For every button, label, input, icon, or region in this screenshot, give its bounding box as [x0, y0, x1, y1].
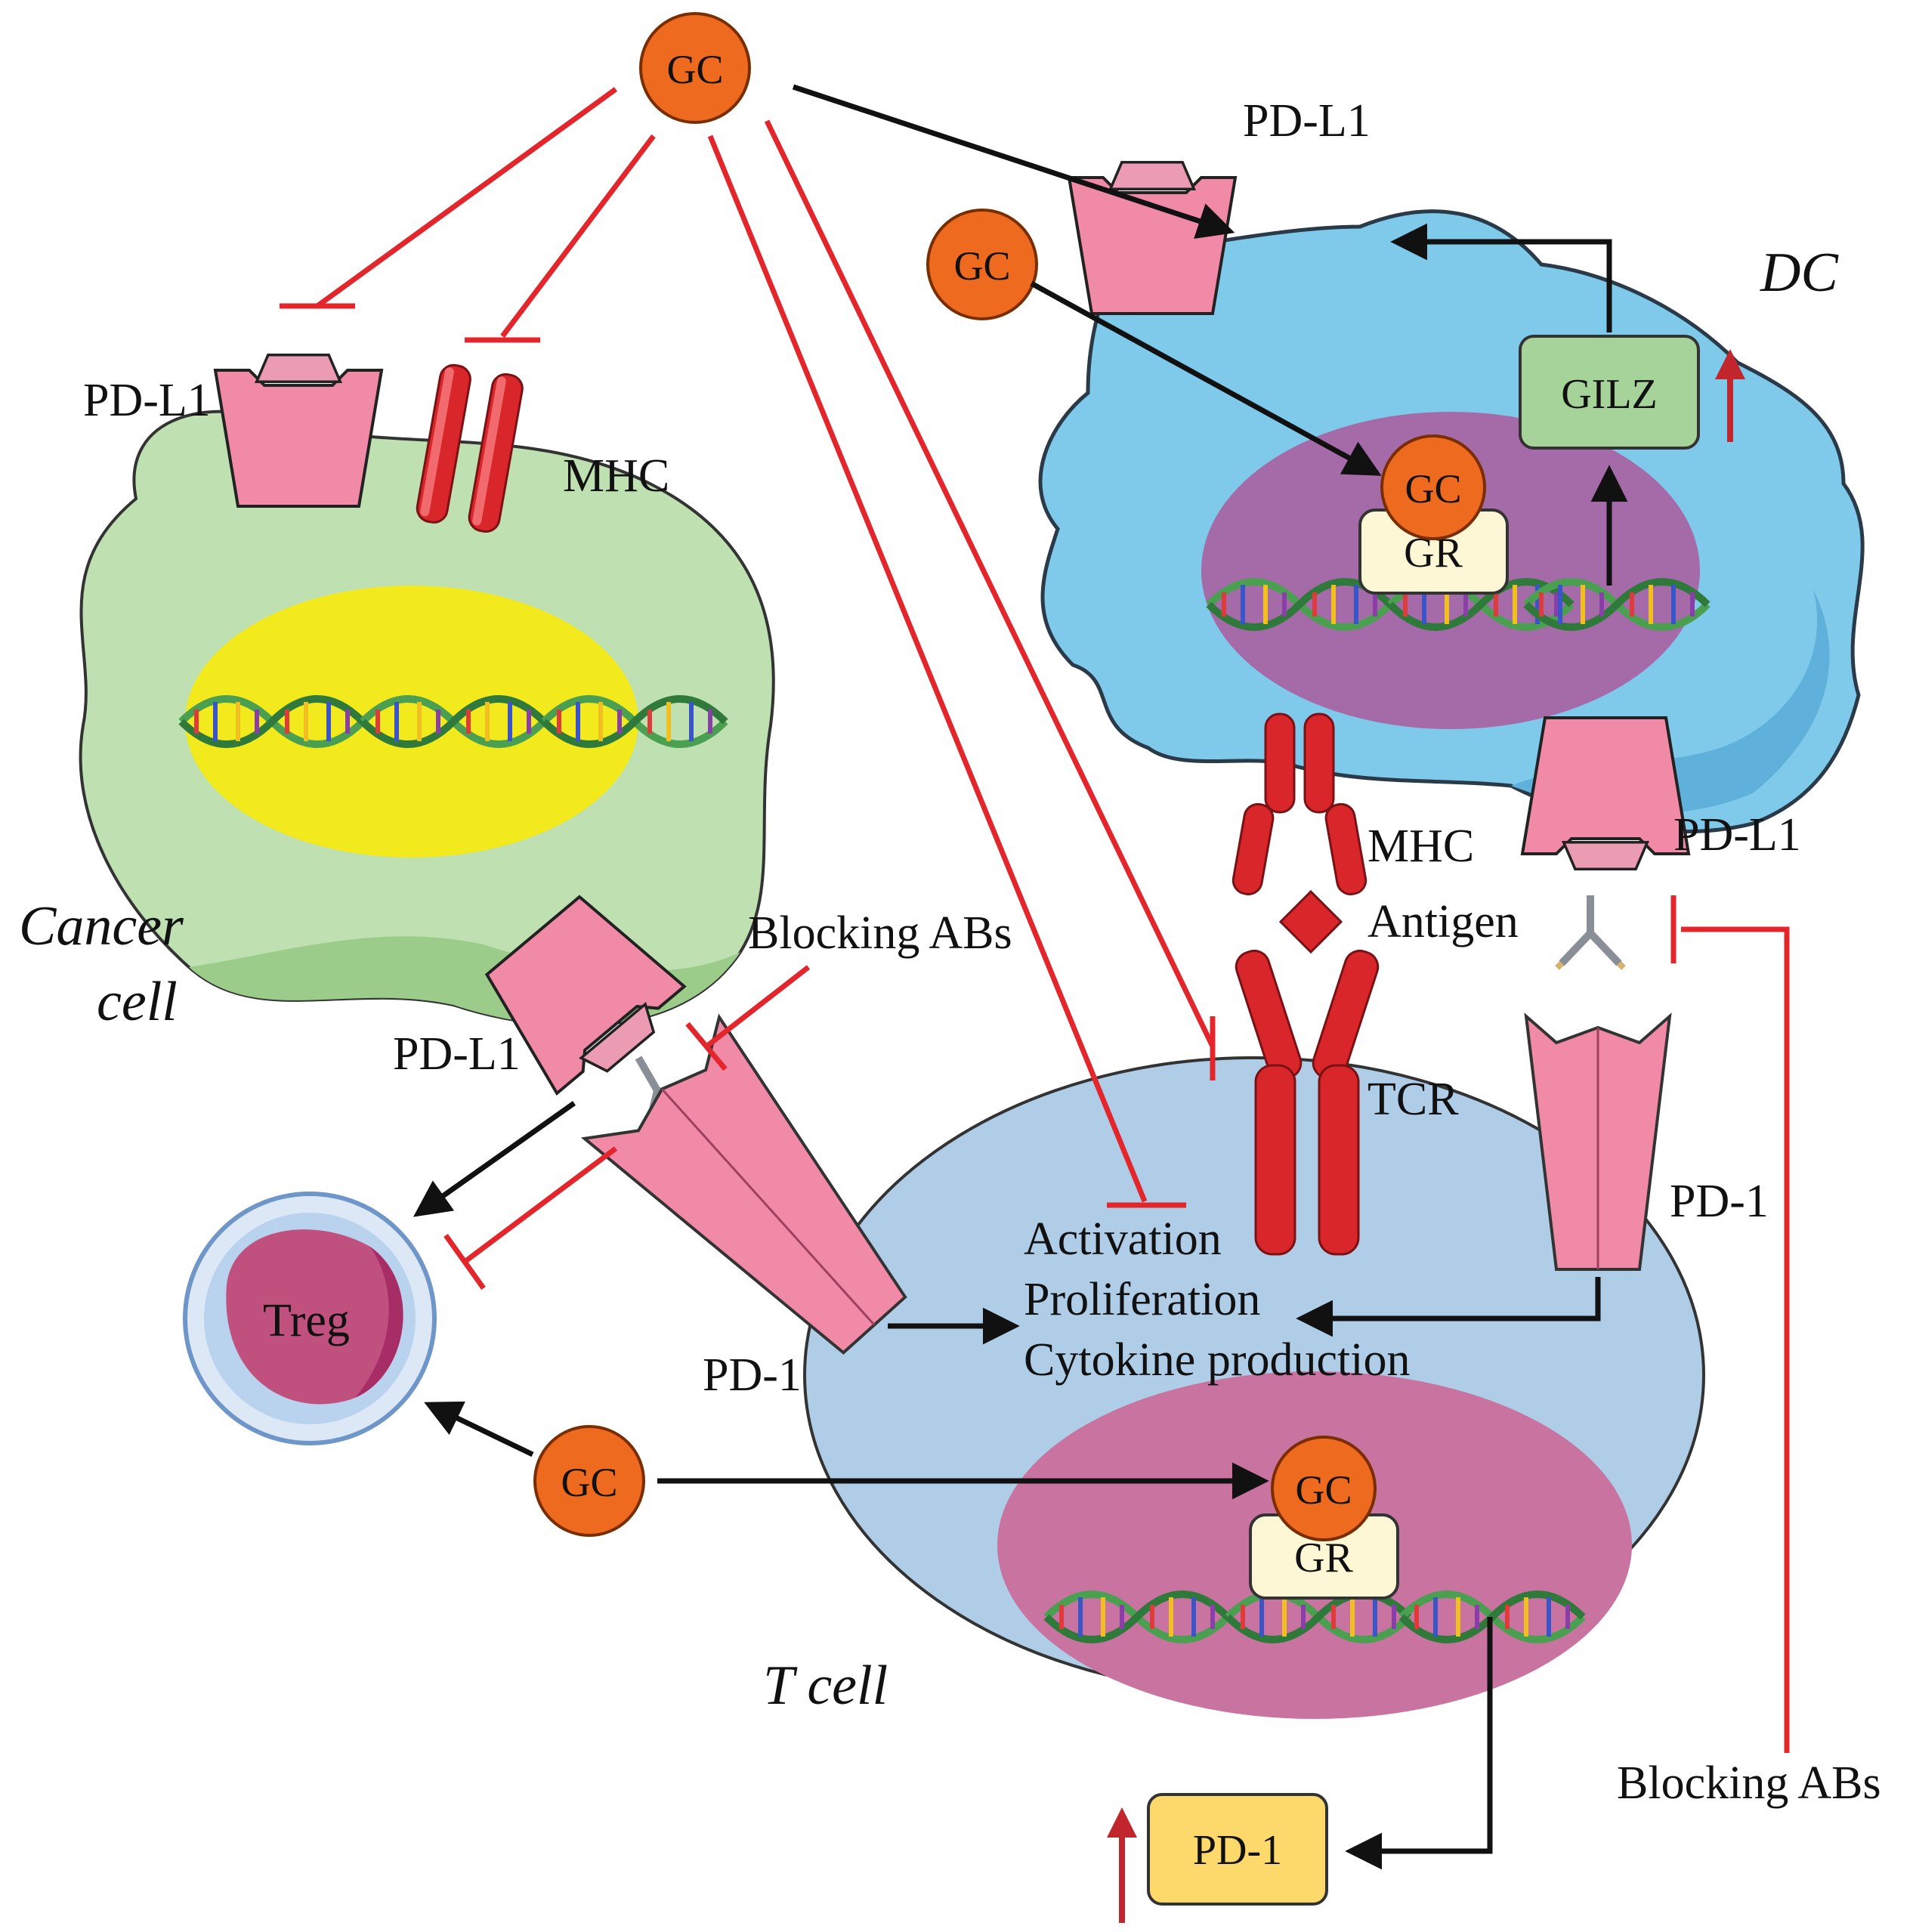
effect-activation: Activation [1024, 1213, 1222, 1265]
pdl1-label-dc-bottom: PD-L1 [1673, 809, 1801, 861]
pd1-label-right: PD-1 [1670, 1176, 1769, 1227]
gr-label-t: GR [1294, 1535, 1353, 1581]
cancer-cell [79, 410, 775, 1028]
gilz-box: GILZ [1519, 335, 1700, 450]
treg-cell [183, 1192, 437, 1445]
antigen [1278, 889, 1343, 954]
gc-dc-outside: GC [926, 209, 1038, 320]
treg-label: Treg [263, 1295, 350, 1346]
t-cell-label: T cell [763, 1655, 888, 1717]
pdl1-label-dc-top: PD-L1 [1243, 95, 1371, 147]
gc-top: GC [639, 12, 751, 124]
svg-text:GC: GC [561, 1460, 617, 1505]
pd1-right [1524, 1012, 1672, 1271]
cancer-cell-label-line2: cell [97, 971, 178, 1033]
dc-label: DC [1760, 242, 1839, 304]
blocking-abs-label-left: Blocking ABs [748, 907, 1012, 959]
svg-text:GC: GC [953, 243, 1010, 289]
effect-proliferation: Proliferation [1024, 1274, 1260, 1325]
mhc-label-cancer: MHC [563, 450, 669, 502]
pd1-expression-box: PD-1 [1147, 1793, 1328, 1906]
cancer-cell-label-line1: Cancer [19, 895, 184, 957]
svg-text:GC: GC [666, 47, 723, 92]
antibody-right [1557, 895, 1624, 968]
antigen-label: Antigen [1367, 896, 1519, 947]
gc-bottom-left: GC [533, 1425, 645, 1537]
svg-text:GC: GC [1295, 1467, 1352, 1513]
tcr [1235, 949, 1380, 1256]
mhc-label-dc: MHC [1367, 821, 1474, 872]
inhibition-lines [280, 87, 1790, 1753]
pd1-box-label: PD-1 [1193, 1827, 1282, 1874]
activation-arrows [413, 84, 1628, 1870]
pdl1-label-cancer-top: PD-L1 [83, 375, 211, 426]
blocking-abs-label-right: Blocking ABs [1617, 1757, 1881, 1809]
gr-box-t: GR [1249, 1513, 1399, 1600]
pdl1-cancer-top [214, 354, 383, 508]
gc-dc-bound: GC [1380, 434, 1486, 540]
svg-text:GC: GC [1405, 466, 1461, 512]
upregulation-arrows [1107, 349, 1745, 1923]
pd1-label-left: PD-1 [703, 1349, 802, 1401]
gc-t-bound: GC [1271, 1436, 1377, 1541]
pdl1-label-cancer-bottom: PD-L1 [393, 1028, 521, 1080]
effect-cytokine: Cytokine production [1024, 1334, 1410, 1386]
mhc-dc [1231, 713, 1367, 895]
tcr-label: TCR [1367, 1074, 1459, 1125]
pdl1-dc-bottom [1521, 716, 1690, 870]
gilz-label: GILZ [1561, 371, 1658, 418]
